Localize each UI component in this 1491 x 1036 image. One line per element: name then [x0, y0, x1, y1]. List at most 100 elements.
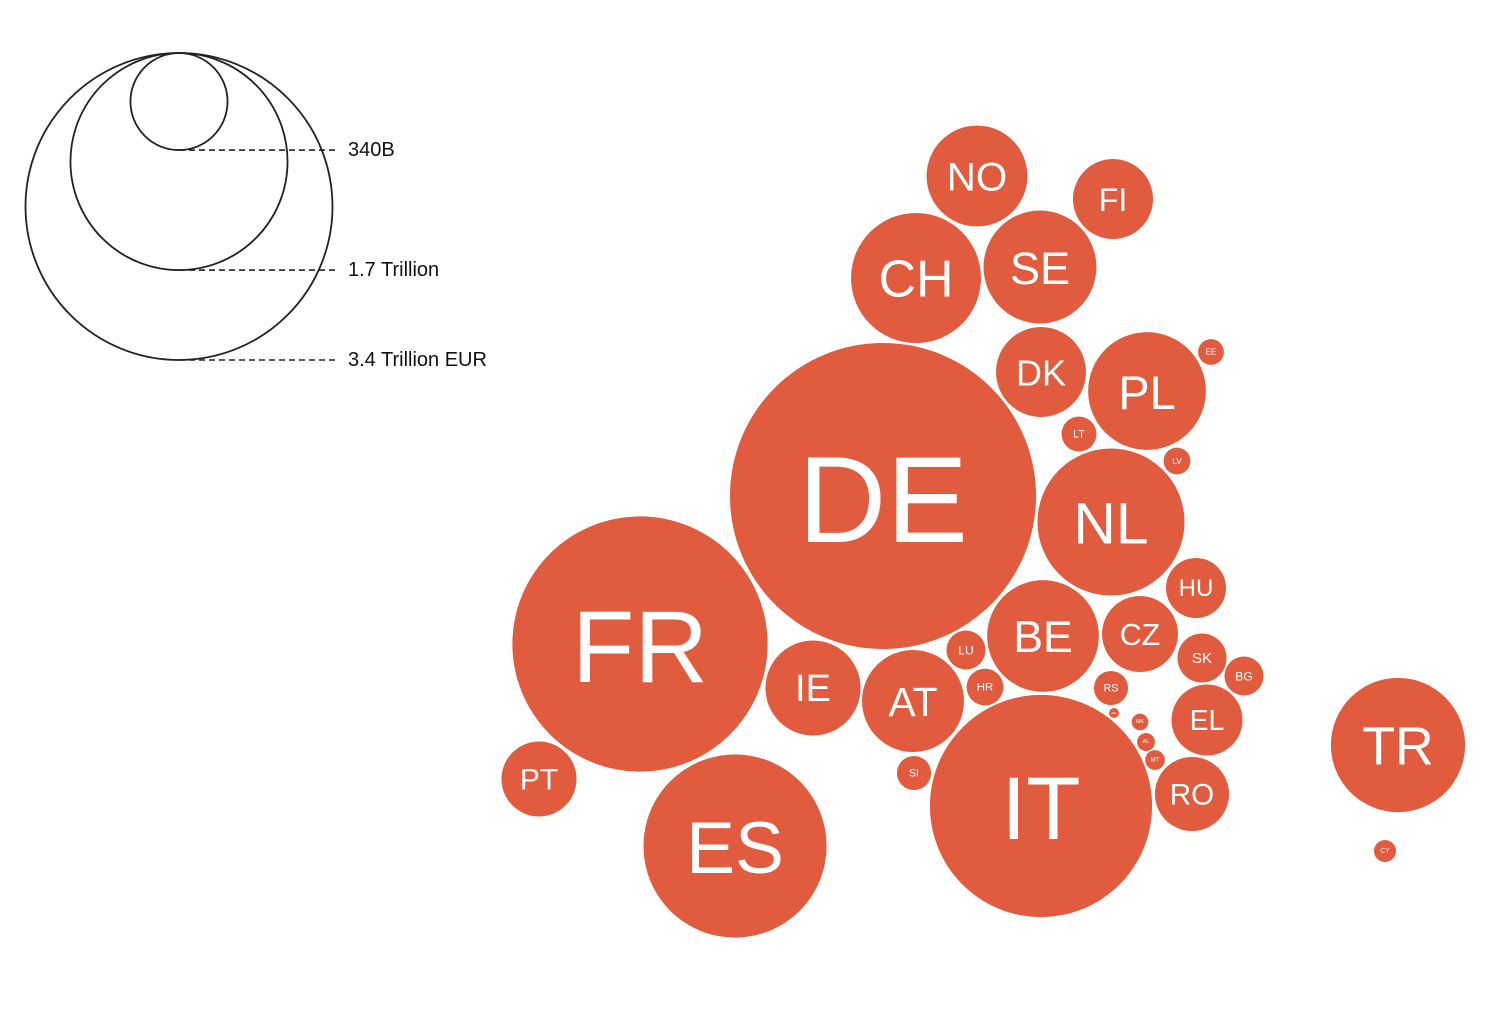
bubble-label: SK [1192, 650, 1212, 667]
bubble-label: CY [1380, 848, 1390, 855]
bubble-at[interactable]: AT [862, 650, 964, 752]
bubble-se[interactable]: SE [983, 210, 1097, 324]
bubble-circle [983, 210, 1097, 324]
bubble-label: DE [798, 431, 968, 568]
bubble-lu[interactable]: LU [946, 630, 986, 670]
bubble-label: AT [888, 679, 937, 725]
bubble-pl[interactable]: PL [1088, 332, 1206, 450]
bubble-cz[interactable]: CZ [1102, 596, 1178, 672]
bubble-label: ME [1112, 711, 1117, 715]
bubble-circle [966, 668, 1004, 706]
bubble-label: HU [1179, 575, 1214, 602]
bubble-bg[interactable]: BG [1224, 656, 1264, 696]
bubble-label: RS [1104, 682, 1119, 694]
bubble-label: MT [1151, 757, 1160, 764]
bubble-mk[interactable]: MK [1131, 713, 1149, 731]
bubble-label: IE [795, 668, 831, 710]
bubble-circle [1061, 416, 1097, 452]
bubble-me[interactable]: ME [1109, 708, 1119, 718]
bubble-label: DK [1016, 353, 1066, 394]
bubble-circle [929, 694, 1153, 918]
bubble-label: MK [1136, 719, 1144, 725]
bubble-pt[interactable]: PT [501, 741, 577, 817]
bubble-circle [729, 342, 1037, 650]
bubble-ch[interactable]: CH [850, 212, 982, 344]
bubble-hr[interactable]: HR [966, 668, 1004, 706]
bubble-circle [1198, 339, 1224, 365]
bubble-circle [1093, 670, 1129, 706]
bubble-label: PL [1118, 366, 1176, 419]
bubble-circle [1165, 557, 1227, 619]
bubble-label: BE [1013, 613, 1073, 662]
bubble-label: LT [1073, 428, 1085, 440]
bubble-label: TR [1362, 717, 1434, 777]
legend-circle [69, 52, 289, 271]
bubble-al[interactable]: AL [1137, 733, 1155, 751]
bubble-circle [1177, 633, 1227, 683]
bubble-label: CH [878, 251, 953, 309]
bubble-circle [946, 630, 986, 670]
bubble-circle [850, 212, 982, 344]
bubble-label: SE [1010, 243, 1070, 294]
bubble-label: PT [520, 763, 558, 796]
bubble-ee[interactable]: EE [1198, 339, 1224, 365]
bubble-circle [862, 650, 964, 752]
bubble-label: NL [1073, 491, 1148, 556]
bubble-fi[interactable]: FI [1072, 158, 1154, 240]
bubble-circle [1109, 708, 1119, 718]
bubble-circle [1102, 596, 1178, 672]
bubble-circle [996, 327, 1086, 417]
bubble-cy[interactable]: CY [1373, 839, 1397, 863]
bubble-circle [512, 516, 768, 772]
bubble-circle [765, 640, 861, 736]
bubble-label: LV [1172, 456, 1182, 466]
bubble-circle [1131, 713, 1149, 731]
bubble-circle [1145, 750, 1165, 770]
bubble-ie[interactable]: IE [765, 640, 861, 736]
bubble-label: LU [958, 643, 973, 657]
bubble-circle [1137, 733, 1155, 751]
bubble-label: FR [572, 590, 708, 704]
bubble-label: NO [947, 155, 1007, 200]
bubble-dk[interactable]: DK [996, 327, 1086, 417]
bubble-it[interactable]: IT [929, 694, 1153, 918]
bubble-be[interactable]: BE [987, 580, 1099, 692]
bubble-circle [1072, 158, 1154, 240]
bubble-sk[interactable]: SK [1177, 633, 1227, 683]
bubble-label: RO [1170, 778, 1214, 811]
bubble-circle [1224, 656, 1264, 696]
bubble-si[interactable]: SI [896, 755, 932, 791]
bubble-circle [896, 755, 932, 791]
bubble-circle [1088, 332, 1206, 450]
bubble-es[interactable]: ES [643, 754, 827, 938]
bubble-mt[interactable]: MT [1145, 750, 1165, 770]
bubble-circle [643, 754, 827, 938]
bubbles-group: DE FR IT ES NL TR CH PL SE BE AT NO IE DK FI CZ PT RO EL HU… [501, 125, 1466, 938]
bubble-lt[interactable]: LT [1061, 416, 1097, 452]
bubble-circle [1373, 839, 1397, 863]
bubble-de[interactable]: DE [729, 342, 1037, 650]
bubble-no[interactable]: NO [926, 125, 1028, 227]
bubble-circle [1037, 448, 1185, 596]
bubble-el[interactable]: EL [1171, 684, 1243, 756]
legend-label: 1.7 Trillion [348, 259, 439, 281]
bubble-lv[interactable]: LV [1163, 447, 1191, 475]
bubble-label: BG [1235, 669, 1252, 683]
bubble-hu[interactable]: HU [1165, 557, 1227, 619]
bubble-circle [1154, 756, 1230, 832]
bubble-tr[interactable]: TR [1330, 677, 1466, 813]
bubble-nl[interactable]: NL [1037, 448, 1185, 596]
bubble-label: EE [1206, 348, 1217, 357]
bubble-rs[interactable]: RS [1093, 670, 1129, 706]
bubble-circle [1330, 677, 1466, 813]
bubble-circle [926, 125, 1028, 227]
legend-label: 3.4 Trillion EUR [348, 349, 487, 371]
bubble-circle [1163, 447, 1191, 475]
bubble-circle [501, 741, 577, 817]
bubble-ro[interactable]: RO [1154, 756, 1230, 832]
bubble-fr[interactable]: FR [512, 516, 768, 772]
bubble-label: ES [686, 807, 784, 889]
legend-circle [24, 52, 334, 361]
bubble-label: FI [1099, 182, 1127, 218]
